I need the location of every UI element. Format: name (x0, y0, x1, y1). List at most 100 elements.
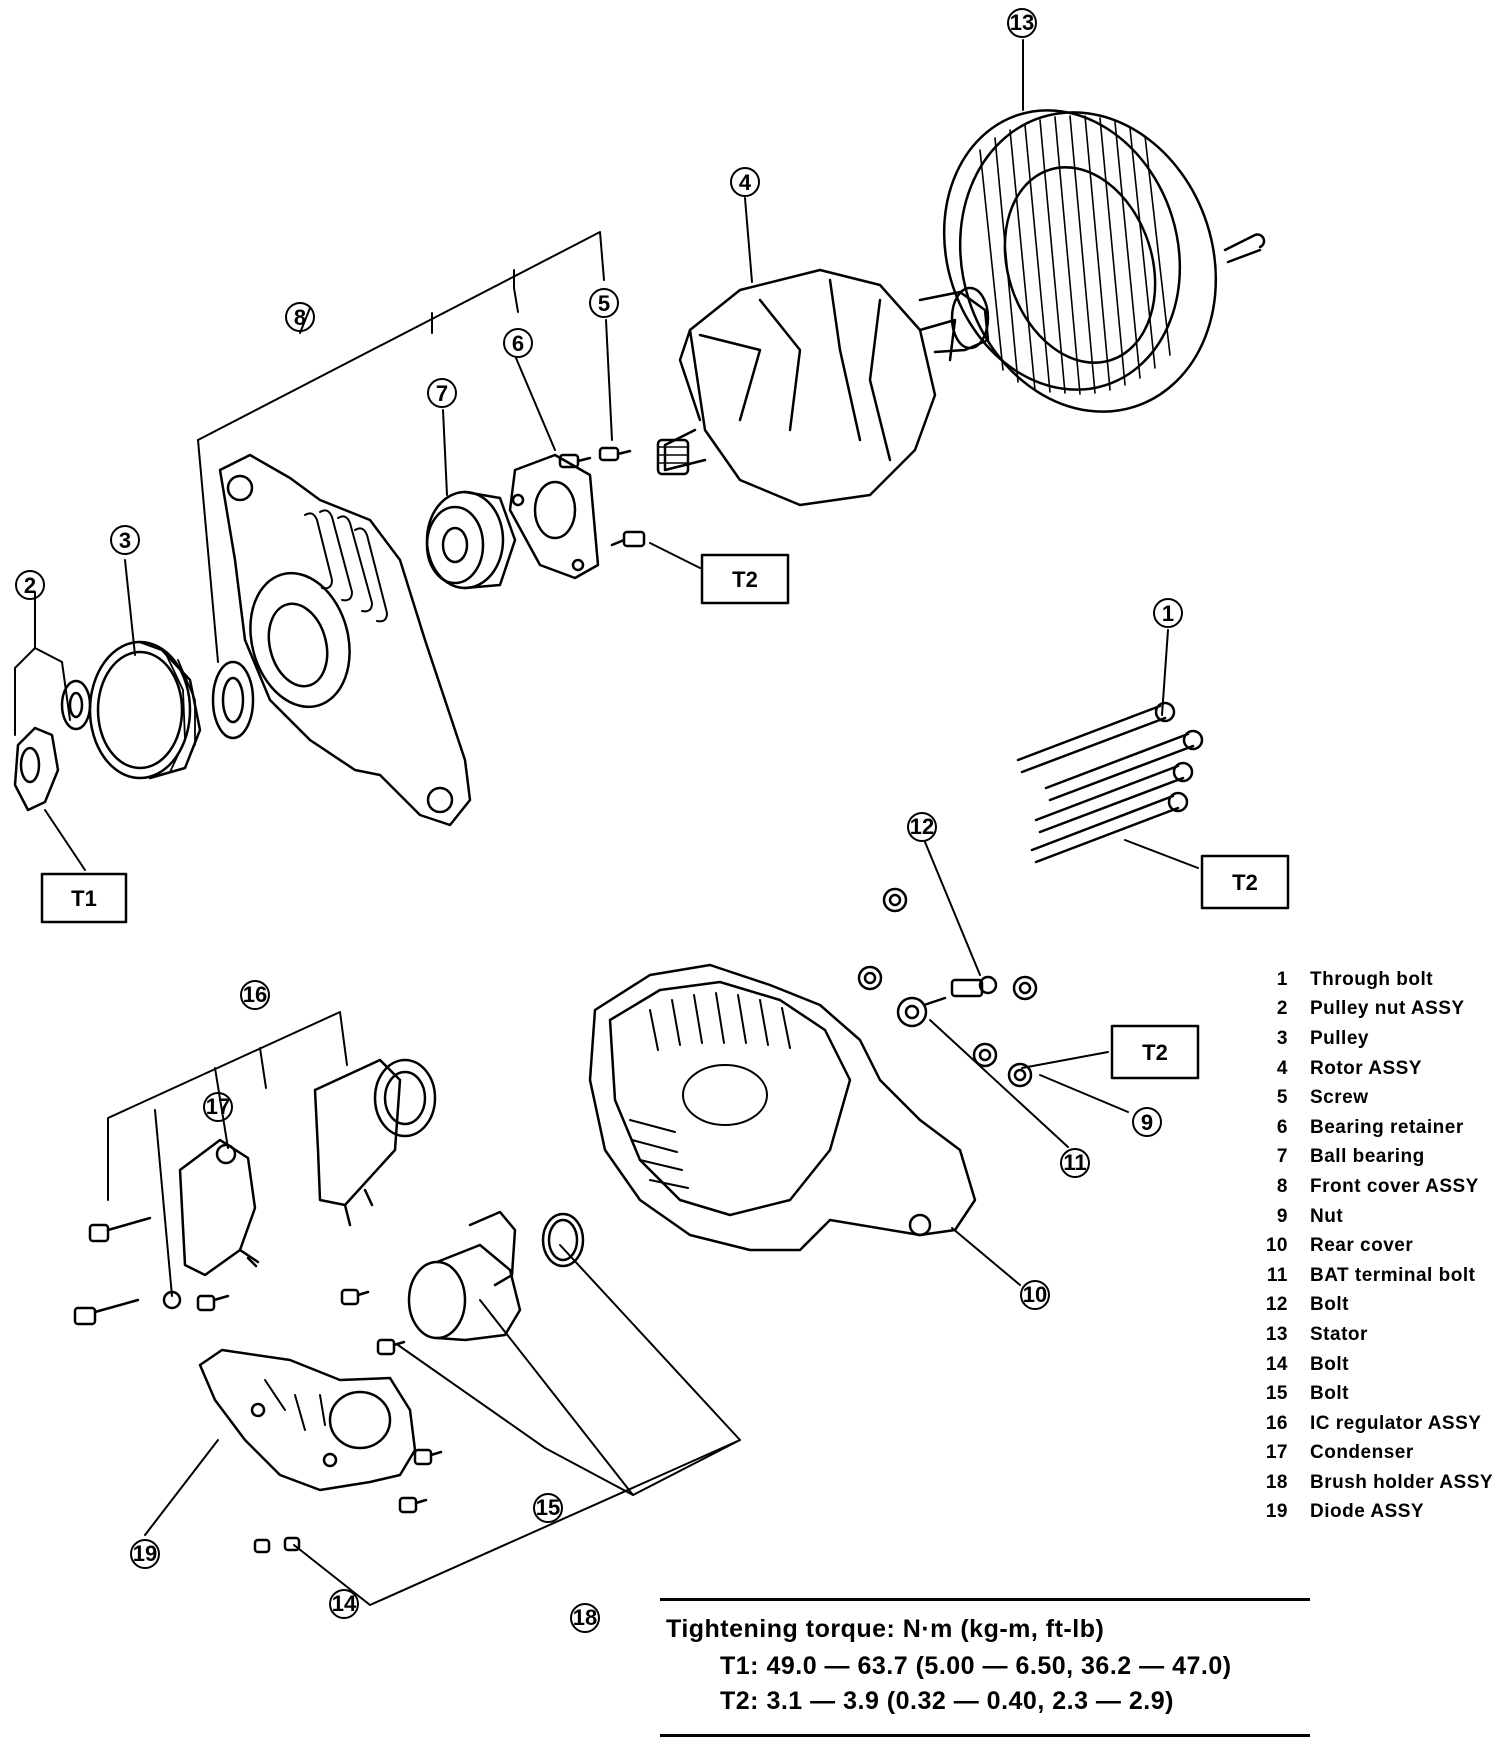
legend-row: 7 Ball bearing (1250, 1143, 1500, 1173)
legend-number: 13 (1265, 1323, 1288, 1345)
callout-14: 14 (332, 1591, 357, 1616)
legend-row: 12 Bolt (1250, 1291, 1500, 1321)
legend-row: 10 Rear cover (1250, 1231, 1500, 1261)
legend-number: 8 (1276, 1175, 1288, 1197)
bat-terminal-bolt (896, 996, 947, 1028)
tag-t2-upper: T2 (732, 567, 758, 592)
callout-19: 19 (133, 1541, 157, 1566)
diode-assy (198, 1348, 417, 1492)
callout-18: 18 (573, 1605, 597, 1630)
legend-number: 15 (1265, 1383, 1288, 1405)
legend-part-name: Pulley nut ASSY (1310, 998, 1465, 1020)
legend-row: 1 Through bolt (1250, 965, 1500, 995)
callout-12: 12 (910, 814, 934, 839)
snap-ring (541, 1212, 585, 1268)
pulley (88, 640, 202, 780)
legend-part-name: Brush holder ASSY (1310, 1471, 1494, 1493)
legend-number: 5 (1276, 1087, 1288, 1109)
legend-number: 11 (1266, 1264, 1288, 1286)
legend-row: 16 IC regulator ASSY (1250, 1409, 1500, 1439)
callout-9: 9 (1141, 1110, 1153, 1135)
through-bolts (1016, 701, 1204, 864)
legend-part-name: Pulley (1310, 1027, 1369, 1049)
legend-part-name: Bearing retainer (1310, 1116, 1464, 1138)
legend-number: 6 (1276, 1116, 1288, 1138)
callout-15: 15 (536, 1495, 560, 1520)
ic-regulator (313, 1058, 437, 1227)
top-rule (660, 1598, 1310, 1601)
legend-number: 17 (1265, 1442, 1288, 1464)
bearing-retainer (508, 453, 600, 580)
rear-cover (588, 963, 977, 1252)
front-cover (218, 453, 472, 827)
tag-t1: T1 (71, 886, 97, 911)
legend-part-name: Ball bearing (1310, 1146, 1425, 1168)
brush-holder (407, 1210, 522, 1342)
legend-part-name: IC regulator ASSY (1310, 1412, 1482, 1434)
legend-part-name: Screw (1310, 1087, 1369, 1109)
torque-title: Tightening torque: N·m (kg-m, ft-lb) (666, 1615, 1105, 1643)
callout-13: 13 (1010, 10, 1034, 35)
callout-2: 2 (24, 573, 36, 598)
legend-number: 1 (1276, 968, 1288, 990)
ball-bearing (425, 490, 517, 590)
legend-row: 15 Bolt (1250, 1379, 1500, 1409)
legend-row: 5 Screw (1250, 1083, 1500, 1113)
legend-number: 10 (1265, 1235, 1288, 1257)
legend-row: 13 Stator (1250, 1320, 1500, 1350)
parts-legend: 1 Through bolt 2 Pulley nut ASSY 3 Pulley 4 Rot… (1250, 965, 1500, 1527)
legend-row: 11 BAT terminal bolt (1250, 1261, 1500, 1291)
callout-10: 10 (1023, 1282, 1047, 1307)
legend-part-name: Rotor ASSY (1310, 1057, 1422, 1079)
torque-t1: T1: 49.0 — 63.7 (5.00 — 6.50, 36.2 — 47.… (720, 1652, 1232, 1680)
tag-t2-right: T2 (1232, 870, 1258, 895)
legend-part-name: Nut (1310, 1205, 1344, 1227)
leader-lines (14, 39, 1199, 1606)
legend-part-name: Condenser (1310, 1442, 1414, 1464)
screws (558, 446, 646, 548)
legend-part-name: Through bolt (1310, 968, 1434, 990)
condenser (178, 1138, 260, 1277)
callout-17: 17 (206, 1094, 230, 1119)
bottom-rule (660, 1734, 1310, 1737)
legend-row: 4 Rotor ASSY (1250, 1054, 1500, 1084)
callout-3: 3 (119, 528, 131, 553)
legend-row: 9 Nut (1250, 1202, 1500, 1232)
legend-row: 17 Condenser (1250, 1439, 1500, 1469)
callout-8: 8 (294, 305, 306, 330)
legend-number: 2 (1276, 998, 1288, 1020)
legend-number: 18 (1265, 1471, 1288, 1493)
legend-number: 16 (1265, 1412, 1288, 1434)
callout-7: 7 (436, 381, 448, 406)
callout-6: 6 (512, 331, 524, 356)
legend-part-name: Rear cover (1310, 1235, 1414, 1257)
legend-row: 6 Bearing retainer (1250, 1113, 1500, 1143)
callouts (15, 8, 1183, 1633)
callout-5: 5 (598, 291, 610, 316)
legend-part-name: Diode ASSY (1310, 1501, 1425, 1523)
torque-tags (40, 553, 1290, 1080)
legend-part-name: Front cover ASSY (1310, 1175, 1479, 1197)
callout-11: 11 (1063, 1150, 1086, 1175)
legend-part-name: Bolt (1310, 1383, 1349, 1405)
legend-number: 14 (1265, 1353, 1288, 1375)
tag-t2-nut: T2 (1142, 1040, 1168, 1065)
pulley-nut (13, 679, 92, 812)
stator (942, 109, 1266, 413)
legend-number: 4 (1276, 1057, 1288, 1079)
torque-t2: T2: 3.1 — 3.9 (0.32 — 0.40, 2.3 — 2.9) (720, 1687, 1174, 1715)
torque-spec: Tightening torque: N·m (kg-m, ft-lb) T1:… (660, 1598, 1310, 1737)
legend-number: 9 (1276, 1205, 1288, 1227)
legend-number: 12 (1265, 1294, 1288, 1316)
legend-number: 3 (1276, 1027, 1288, 1049)
legend-row: 8 Front cover ASSY (1250, 1172, 1500, 1202)
legend-part-name: Stator (1310, 1323, 1368, 1345)
legend-number: 7 (1276, 1146, 1288, 1168)
callout-4: 4 (739, 170, 752, 195)
legend-part-name: Bolt (1310, 1294, 1349, 1316)
legend-part-name: BAT terminal bolt (1310, 1264, 1476, 1286)
rotor (656, 268, 990, 507)
